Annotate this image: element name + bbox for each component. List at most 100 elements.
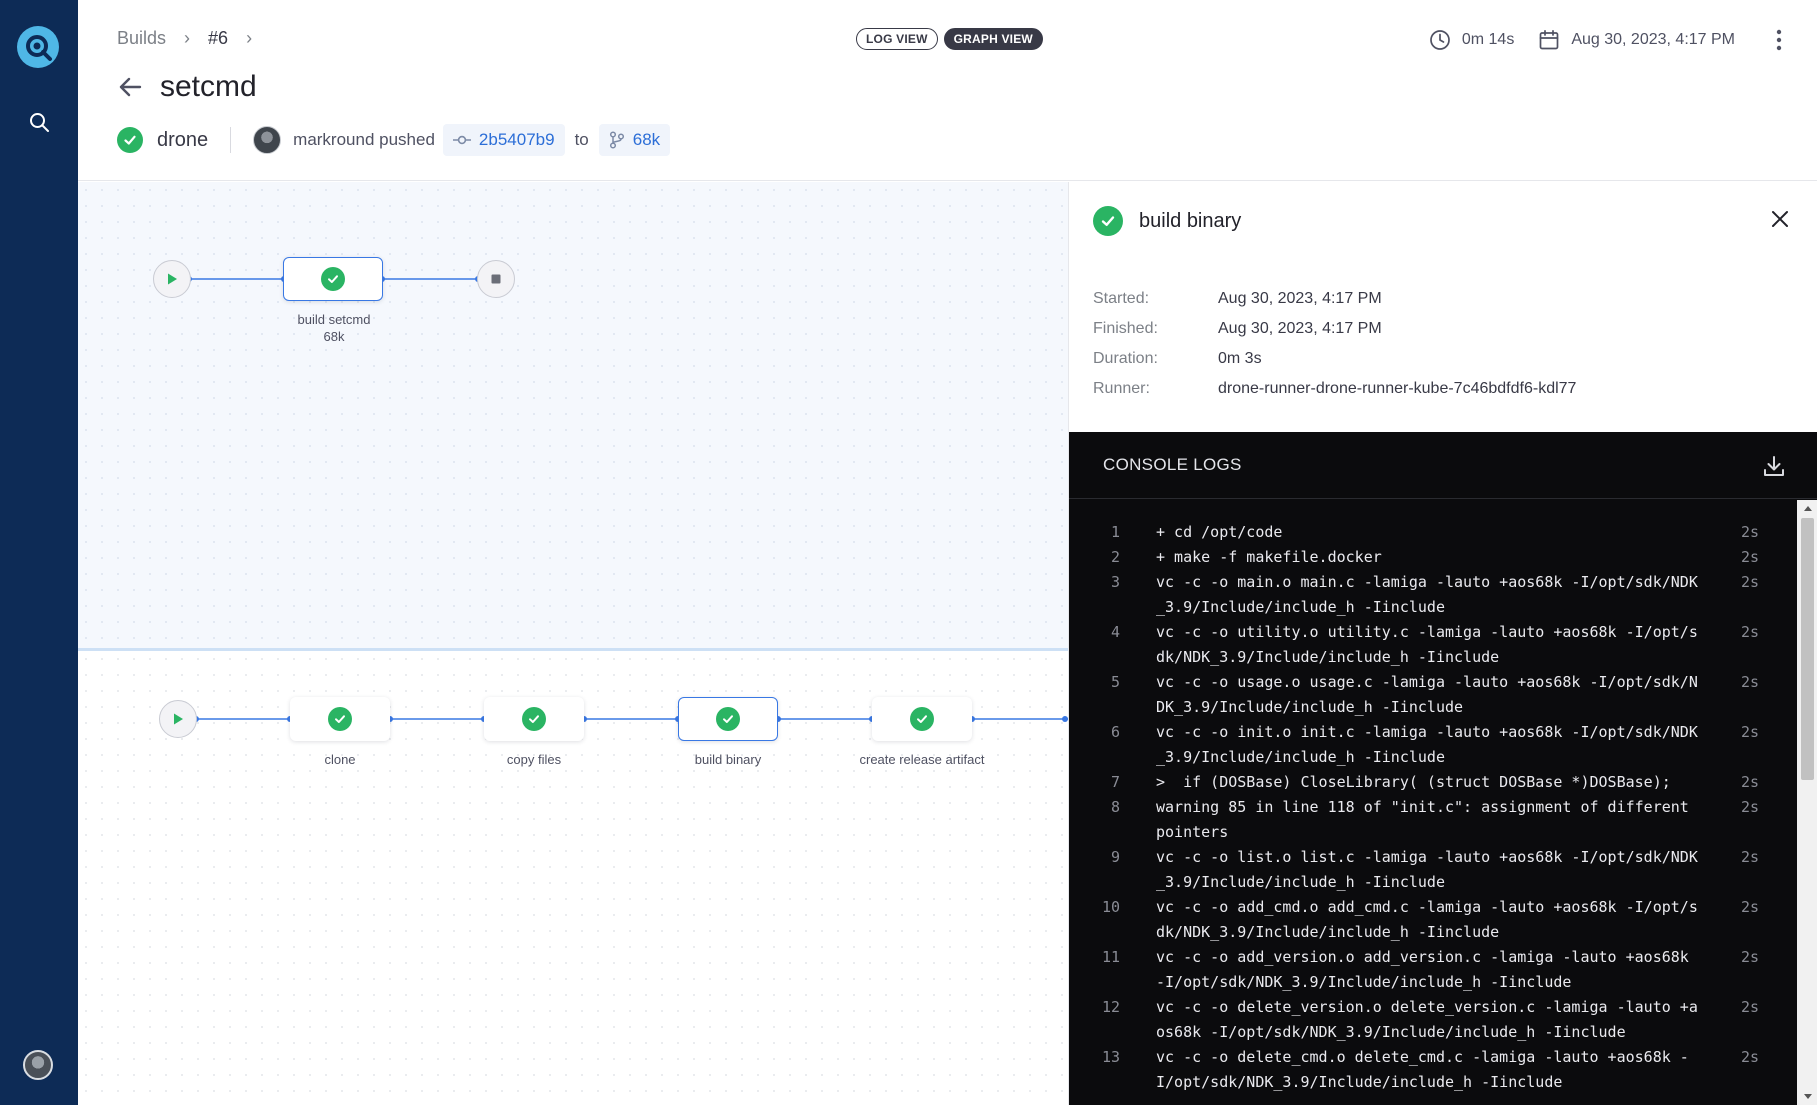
pipeline-name: drone (157, 129, 208, 152)
stage-1-edges (78, 182, 1068, 648)
step-node-build-binary[interactable] (678, 697, 778, 741)
success-icon (910, 707, 934, 731)
build-stats: 0m 14s Aug 30, 2023, 4:17 PM (1429, 26, 1817, 54)
success-icon (117, 127, 143, 153)
log-output[interactable]: 1+ cd /opt/code2s2+ make -f makefile.doc… (1069, 500, 1797, 1105)
build-date: Aug 30, 2023, 4:17 PM (1538, 29, 1735, 51)
build-header: Builds › #6 › setcmd drone markround pus… (78, 0, 1817, 181)
log-line-text: vc -c -o utility.o utility.c -lamiga -la… (1139, 620, 1699, 670)
step-label: build setcmd 68k (264, 311, 404, 345)
panel-header: build binary (1093, 206, 1241, 236)
log-line: 10vc -c -o add_cmd.o add_cmd.c -lamiga -… (1069, 895, 1797, 945)
stage-2-start-node[interactable] (159, 700, 197, 738)
commit-icon (453, 134, 471, 146)
log-line-time: 2s (1699, 620, 1759, 670)
download-icon[interactable] (1760, 452, 1788, 480)
page-title: setcmd (160, 70, 257, 104)
log-line-text: vc -c -o main.o main.c -lamiga -lauto +a… (1139, 570, 1699, 620)
success-icon (321, 267, 345, 291)
scroll-down-icon[interactable] (1797, 1089, 1817, 1105)
step-detail-panel: build binary Started: Aug 30, 2023, 4:17… (1068, 182, 1817, 1105)
chevron-right-icon: › (246, 28, 252, 49)
drone-logo-icon[interactable] (17, 26, 59, 68)
log-line-number: 7 (1069, 770, 1139, 795)
log-line: 11vc -c -o add_version.o add_version.c -… (1069, 945, 1797, 995)
log-line-number: 10 (1069, 895, 1139, 945)
play-icon (171, 712, 185, 726)
console-logs: CONSOLE LOGS 1+ cd /opt/code2s2+ make -f… (1069, 432, 1817, 1105)
close-icon[interactable] (1767, 206, 1793, 232)
log-line-text: vc -c -o add_version.o add_version.c -la… (1139, 945, 1699, 995)
divider (230, 127, 231, 153)
build-meta: drone markround pushed 2b5407b9 to 68k (117, 124, 670, 156)
commit-link[interactable]: 2b5407b9 (443, 124, 565, 156)
scroll-up-icon[interactable] (1797, 500, 1817, 516)
pipeline-graph[interactable]: build setcmd 68k (78, 182, 1068, 1105)
graph-view-button[interactable]: GRAPH VIEW (944, 28, 1043, 50)
log-view-button[interactable]: LOG VIEW (856, 28, 938, 50)
log-line: 12vc -c -o delete_version.o delete_versi… (1069, 995, 1797, 1045)
step-node-clone[interactable] (290, 697, 390, 741)
log-line: 13vc -c -o delete_cmd.o delete_cmd.c -la… (1069, 1045, 1797, 1095)
build-duration: 0m 14s (1429, 29, 1514, 51)
success-icon (716, 707, 740, 731)
step-node-build-setcmd[interactable] (283, 257, 383, 301)
log-line: 6vc -c -o init.o init.c -lamiga -lauto +… (1069, 720, 1797, 770)
step-label: build binary (658, 751, 798, 768)
log-line-number: 2 (1069, 545, 1139, 570)
user-avatar[interactable] (23, 1050, 53, 1080)
breadcrumb-builds[interactable]: Builds (117, 28, 166, 49)
console-header: CONSOLE LOGS (1069, 432, 1817, 499)
stage-1-end-node[interactable] (477, 260, 515, 298)
branch-name: 68k (633, 130, 660, 150)
log-scrollbar[interactable] (1797, 500, 1817, 1105)
search-icon[interactable] (25, 108, 53, 136)
log-line-text: vc -c -o add_cmd.o add_cmd.c -lamiga -la… (1139, 895, 1699, 945)
log-line-text: vc -c -o usage.o usage.c -lamiga -lauto … (1139, 670, 1699, 720)
author-avatar (253, 126, 281, 154)
log-line-time: 2s (1699, 995, 1759, 1045)
log-line-text: + cd /opt/code (1139, 520, 1699, 545)
panel-title: build binary (1139, 210, 1241, 233)
log-line-number: 4 (1069, 620, 1139, 670)
log-line: 8warning 85 in line 118 of "init.c": ass… (1069, 795, 1797, 845)
sidebar-nav (0, 0, 78, 1105)
clock-icon (1429, 29, 1451, 51)
log-line-number: 8 (1069, 795, 1139, 845)
title-row: setcmd (116, 70, 257, 104)
breadcrumb-build-number[interactable]: #6 (208, 28, 228, 49)
info-duration: Duration: 0m 3s (1093, 344, 1576, 374)
info-runner: Runner: drone-runner-drone-runner-kube-7… (1093, 374, 1576, 404)
log-line: 4vc -c -o utility.o utility.c -lamiga -l… (1069, 620, 1797, 670)
log-line: 5vc -c -o usage.o usage.c -lamiga -lauto… (1069, 670, 1797, 720)
log-line-number: 13 (1069, 1045, 1139, 1095)
stop-icon (490, 273, 502, 285)
calendar-icon (1538, 29, 1560, 51)
log-line-time: 2s (1699, 795, 1759, 845)
log-line-text: vc -c -o delete_cmd.o delete_cmd.c -lami… (1139, 1045, 1699, 1095)
more-vertical-icon[interactable] (1765, 26, 1793, 54)
to-text: to (575, 130, 589, 150)
duration-text: 0m 14s (1462, 31, 1514, 49)
step-info: Started: Aug 30, 2023, 4:17 PM Finished:… (1093, 284, 1576, 404)
scroll-thumb[interactable] (1801, 518, 1814, 780)
arrow-left-icon[interactable] (116, 73, 144, 101)
branch-icon (609, 131, 625, 149)
stage-1-start-node[interactable] (153, 260, 191, 298)
play-icon (165, 272, 179, 286)
log-line-number: 11 (1069, 945, 1139, 995)
log-line-time: 2s (1699, 670, 1759, 720)
log-line-time: 2s (1699, 770, 1759, 795)
success-icon (328, 707, 352, 731)
log-line: 1+ cd /opt/code2s (1069, 520, 1797, 545)
step-node-create-release-artifact[interactable] (872, 697, 972, 741)
step-node-copy-files[interactable] (484, 697, 584, 741)
step-label: clone (270, 751, 410, 768)
log-line-text: vc -c -o list.o list.c -lamiga -lauto +a… (1139, 845, 1699, 895)
log-line-text: warning 85 in line 118 of "init.c": assi… (1139, 795, 1699, 845)
info-started: Started: Aug 30, 2023, 4:17 PM (1093, 284, 1576, 314)
stage-graph-2: clone copy files build binary create rel… (78, 651, 1068, 1105)
branch-link[interactable]: 68k (599, 124, 670, 156)
success-icon (522, 707, 546, 731)
actor-text: markround pushed (293, 130, 435, 150)
